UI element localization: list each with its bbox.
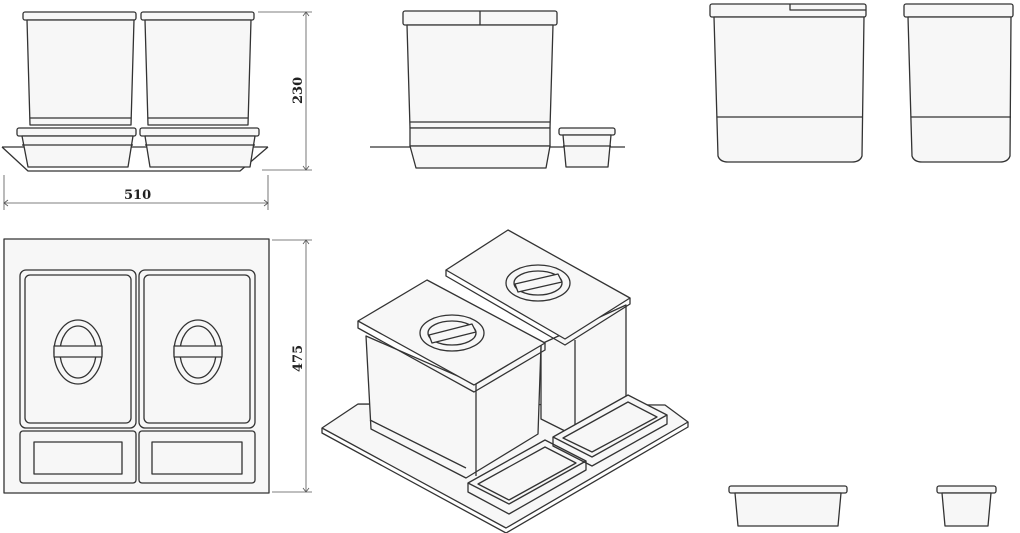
top-bin-right [138, 269, 256, 429]
dimension-width: 510 [3, 175, 269, 210]
bin-view-narrow [903, 3, 1014, 163]
top-trays [19, 430, 256, 484]
top-bin-left [19, 269, 137, 429]
side-small-tray [558, 127, 616, 168]
side-view [370, 10, 625, 169]
tray-view-large [728, 485, 848, 527]
isometric-view [321, 229, 689, 533]
iso-bin-front [357, 279, 546, 479]
dimension-depth: 475 [272, 239, 312, 493]
top-view: 475 [3, 238, 312, 494]
width-label: 510 [124, 188, 151, 203]
height-label: 230 [291, 77, 306, 104]
front-bin-right [139, 11, 260, 168]
front-bin-left [16, 11, 137, 168]
bin-view-wide [709, 3, 867, 163]
iso-tray-back [552, 394, 668, 467]
tray-view-small [936, 485, 997, 527]
depth-label: 475 [291, 345, 306, 372]
iso-tray-front [467, 439, 587, 515]
dimension-height: 230 [258, 11, 312, 171]
iso-bin-back [445, 229, 631, 437]
front-view: 230 510 [1, 11, 312, 210]
